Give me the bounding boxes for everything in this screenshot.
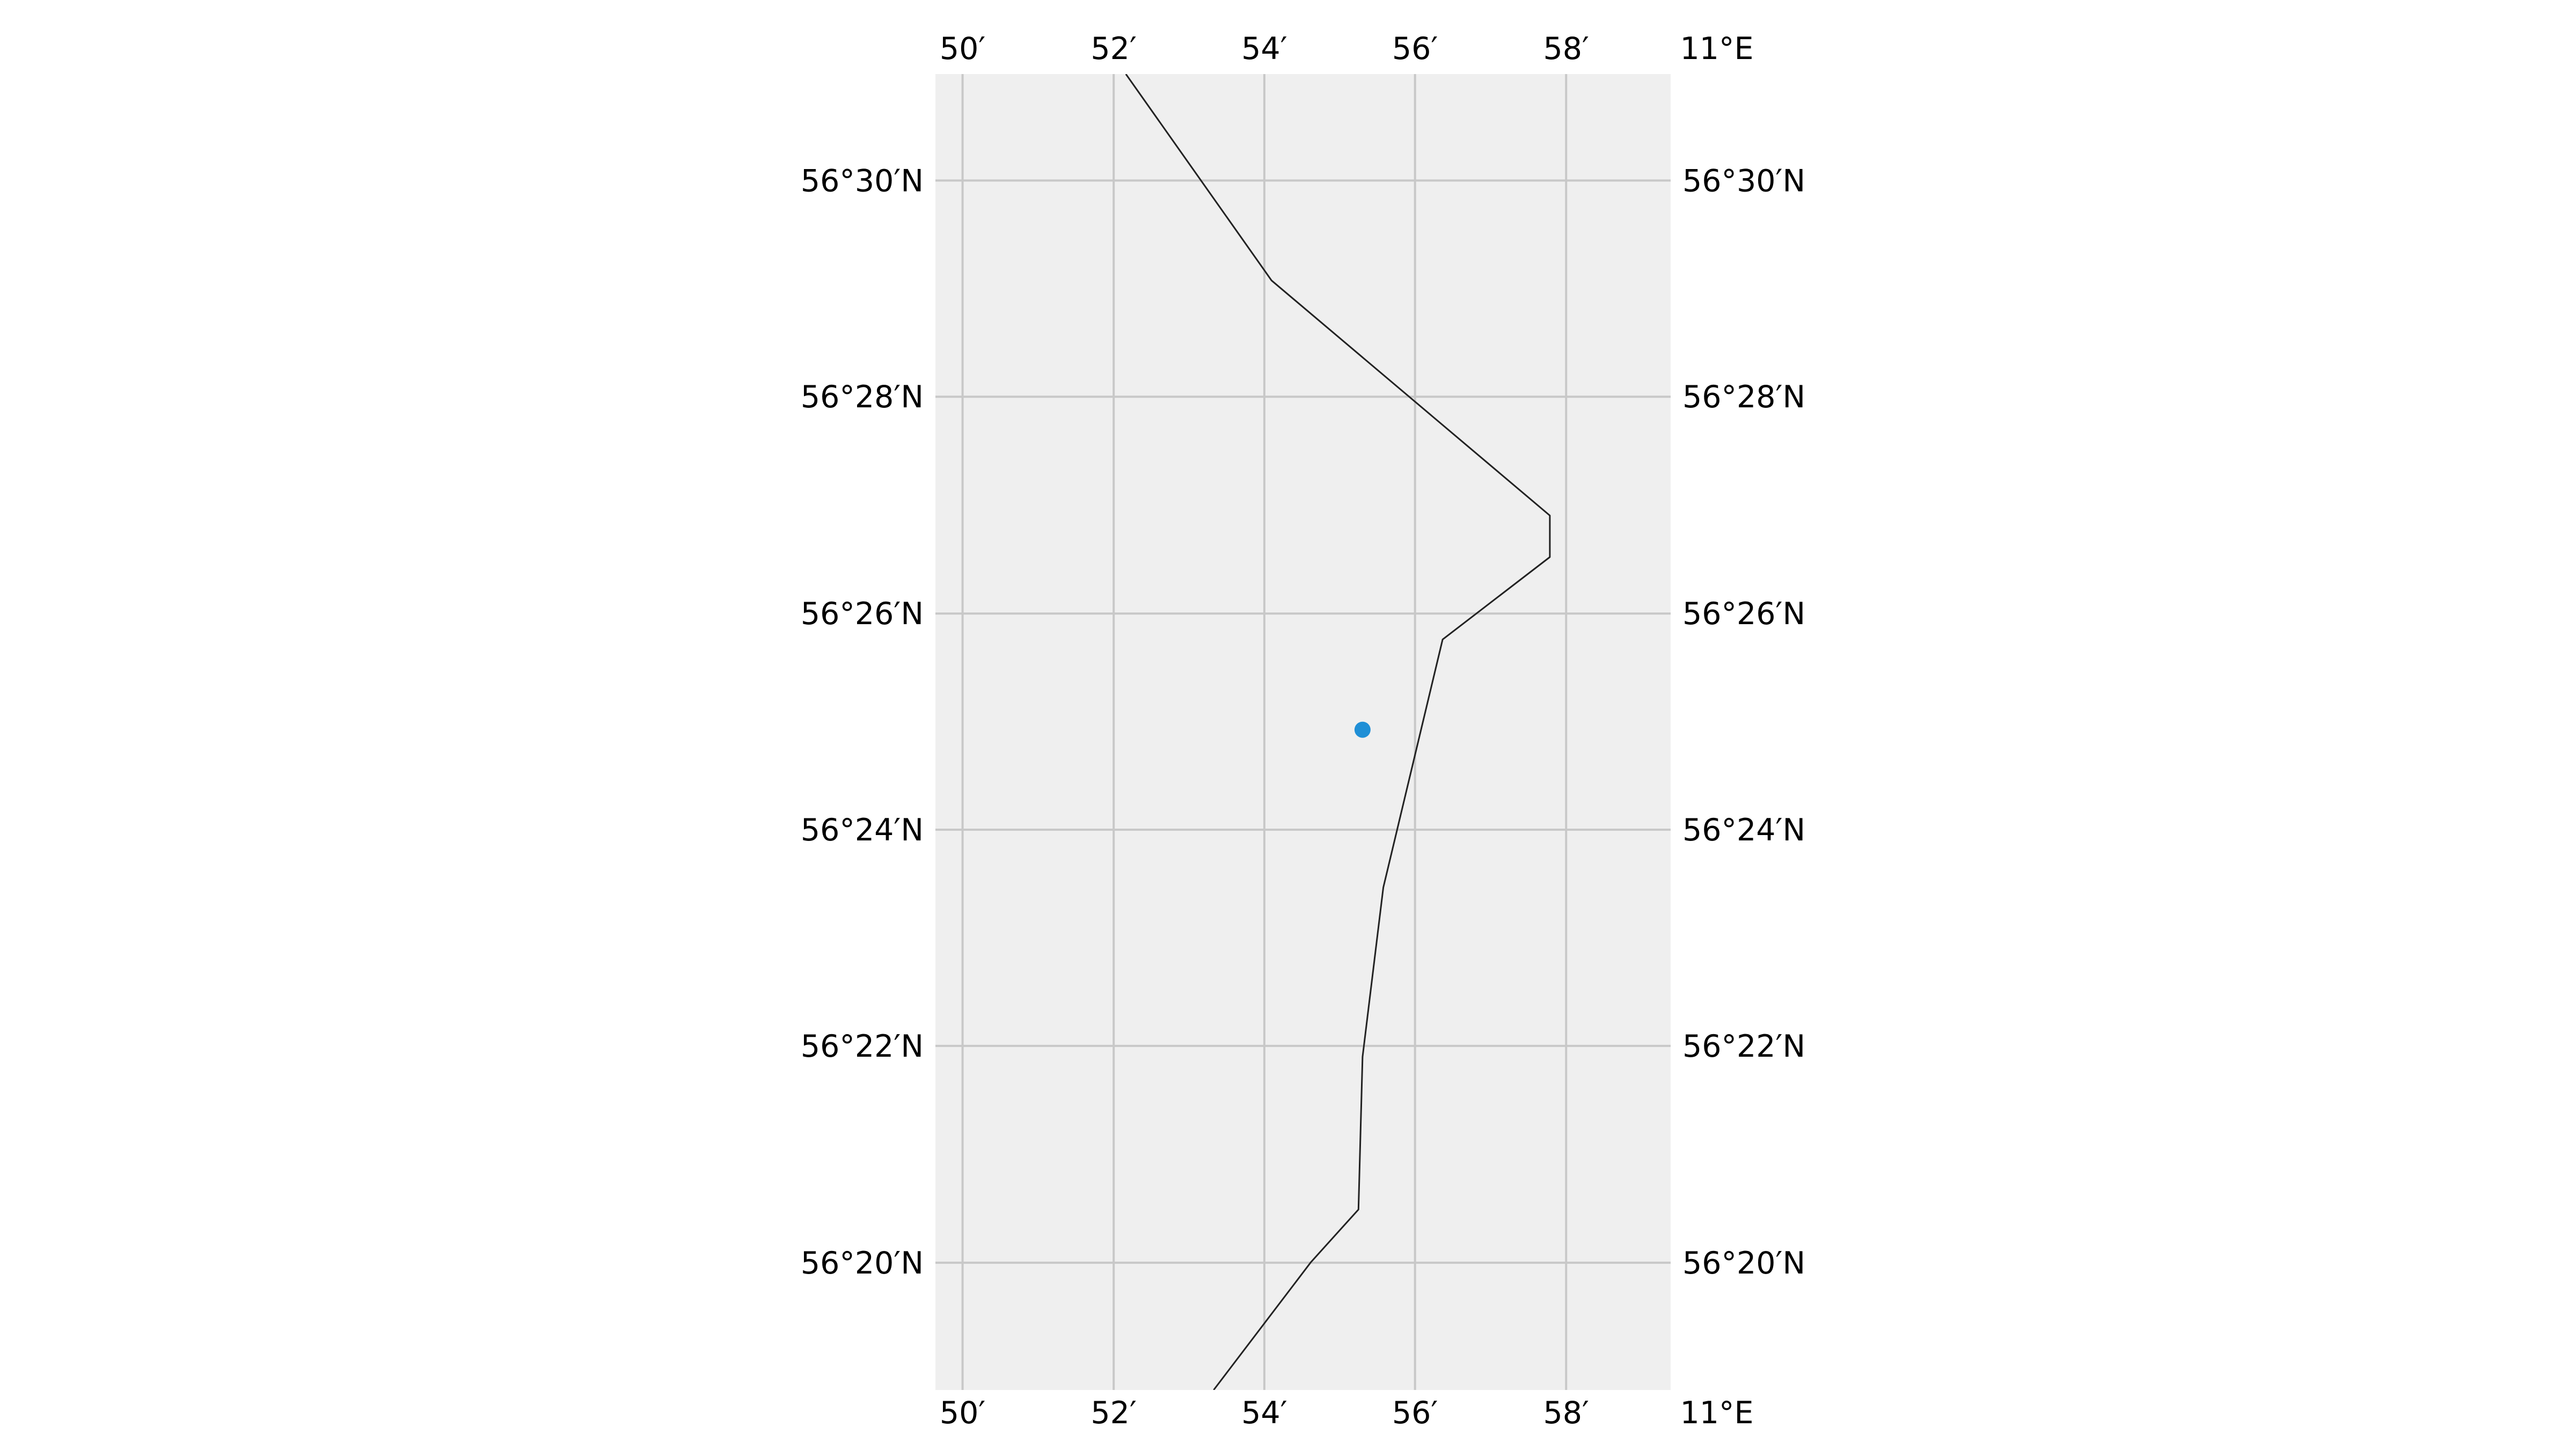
longitude-label-bottom: 52′ bbox=[1091, 1395, 1136, 1431]
longitude-label-bottom: 11°E bbox=[1680, 1395, 1753, 1431]
coastline-layer bbox=[1125, 74, 1551, 1390]
latitude-label-right: 56°24′N bbox=[1682, 813, 1805, 848]
longitude-label-bottom: 54′ bbox=[1241, 1395, 1287, 1431]
latitude-label-right: 56°28′N bbox=[1682, 379, 1805, 415]
longitude-label-bottom: 50′ bbox=[940, 1395, 985, 1431]
longitude-label-top: 52′ bbox=[1091, 31, 1136, 67]
latitude-label-left: 56°26′N bbox=[801, 596, 924, 632]
longitude-label-top: 56′ bbox=[1392, 31, 1438, 67]
latitude-label-left: 56°28′N bbox=[801, 379, 924, 415]
latitude-label-left: 56°22′N bbox=[801, 1029, 924, 1064]
gridlines bbox=[935, 74, 1671, 1390]
points-layer bbox=[1354, 721, 1371, 738]
tick-labels: 50′ 50′ 52′ 52′ 54′ 54′ 56′ 56′ 58′ 58′ 11°E 11°E 56… bbox=[801, 31, 1805, 1431]
latitude-label-left: 56°30′N bbox=[801, 163, 924, 199]
map-background bbox=[935, 74, 1671, 1390]
latitude-label-right: 56°26′N bbox=[1682, 596, 1805, 632]
latitude-label-right: 56°22′N bbox=[1682, 1029, 1805, 1064]
latitude-label-left: 56°24′N bbox=[801, 813, 924, 848]
latitude-label-left: 56°20′N bbox=[801, 1246, 924, 1281]
longitude-label-top: 58′ bbox=[1543, 31, 1589, 67]
latitude-label-right: 56°30′N bbox=[1682, 163, 1805, 199]
location-marker[interactable] bbox=[1354, 721, 1371, 738]
coastline bbox=[1125, 74, 1551, 1390]
longitude-label-top: 54′ bbox=[1241, 31, 1287, 67]
latitude-label-right: 56°20′N bbox=[1682, 1246, 1805, 1281]
longitude-label-bottom: 58′ bbox=[1543, 1395, 1589, 1431]
longitude-label-bottom: 56′ bbox=[1392, 1395, 1438, 1431]
longitude-label-top: 50′ bbox=[940, 31, 985, 67]
longitude-label-top: 11°E bbox=[1680, 31, 1753, 67]
